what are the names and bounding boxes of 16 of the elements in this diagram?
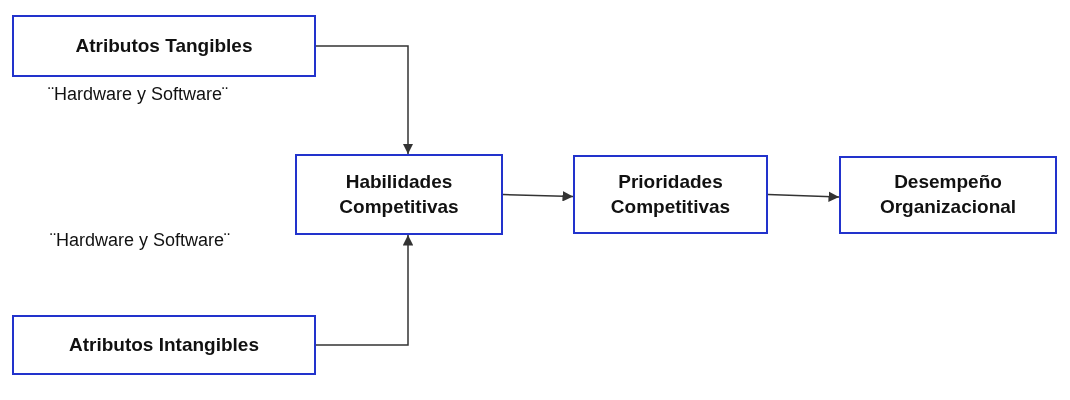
process-box: [12, 15, 316, 77]
box-label: Prioridades Competitivas: [609, 169, 732, 219]
arrow: [315, 234, 414, 346]
arrow: [502, 190, 574, 202]
process-box: [12, 315, 316, 375]
box-label: Atributos Intangibles: [69, 332, 259, 357]
note-text: ¨Hardware y Software¨: [48, 84, 229, 105]
process-box: [839, 156, 1057, 234]
box-label: Habilidades Competitivas: [338, 169, 460, 219]
note-text: ¨Hardware y Software¨: [50, 230, 231, 251]
box-label: Atributos Tangibles: [75, 33, 253, 58]
arrow: [315, 45, 414, 155]
process-box: [295, 154, 503, 235]
box-label: Desempeño Organizacional: [878, 170, 1018, 219]
process-box: [573, 155, 768, 234]
arrow: [767, 191, 840, 202]
